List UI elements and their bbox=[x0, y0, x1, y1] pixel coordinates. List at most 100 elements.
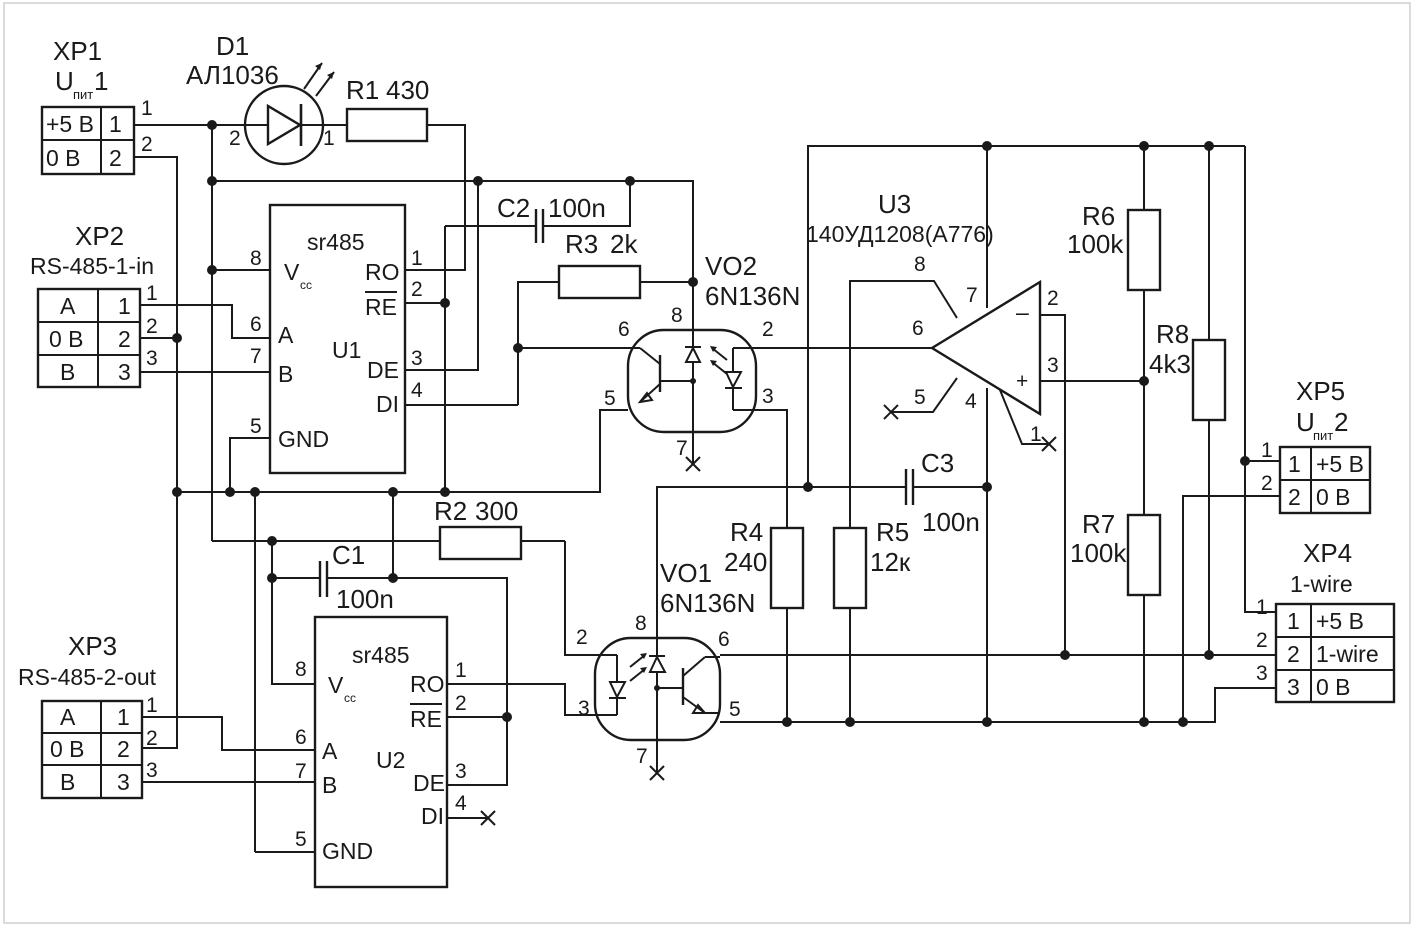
u2-ref: U2 bbox=[376, 747, 405, 773]
d1-ref: D1 bbox=[216, 31, 249, 61]
xp4-pin2-num: 2 bbox=[1287, 641, 1300, 667]
xp5-pin1-label: +5 В bbox=[1316, 451, 1364, 477]
diagram-border bbox=[3, 2, 1411, 924]
vo1-ref: VO1 bbox=[660, 558, 712, 588]
u2-a-label: A bbox=[322, 738, 338, 764]
resistor-r3: R3 2k bbox=[557, 229, 642, 300]
xp2-body bbox=[36, 287, 142, 389]
xp3-body bbox=[40, 699, 144, 800]
r7-ref: R7 bbox=[1082, 509, 1115, 539]
u1-a-label: A bbox=[278, 322, 294, 348]
xp2-pin2-label: 0 В bbox=[49, 326, 84, 352]
resistor-r1: R1 430 bbox=[345, 75, 429, 143]
u2-b-label: B bbox=[322, 772, 337, 798]
xp3-label: RS-485-2-out bbox=[18, 664, 157, 690]
xp4-wire3-num: 3 bbox=[1256, 662, 1268, 685]
xp2-wire2-num: 2 bbox=[146, 315, 158, 338]
vo1-pin3: 3 bbox=[578, 697, 590, 720]
u1-pin2: 2 bbox=[411, 278, 423, 301]
u1-vcc-main: V bbox=[284, 259, 300, 285]
r7-value: 100k bbox=[1070, 538, 1127, 568]
xp1-pin2-num: 2 bbox=[109, 145, 122, 171]
u1-vcc-sub: cc bbox=[300, 278, 312, 292]
xp1-label-main: U bbox=[55, 66, 74, 96]
xp1-ref: XP1 bbox=[53, 36, 102, 66]
vo2-pin6: 6 bbox=[618, 318, 630, 341]
u3-pin3: 3 bbox=[1047, 354, 1059, 377]
u1-di-label: DI bbox=[376, 391, 399, 417]
u2-gnd-label: GND bbox=[322, 838, 373, 864]
xp4-pin3-num: 3 bbox=[1287, 674, 1300, 700]
xp1-wire1-num: 1 bbox=[141, 97, 153, 120]
resistor-r7: R7 100k bbox=[1070, 509, 1162, 597]
vo2-ref: VO2 bbox=[705, 251, 757, 281]
u2-body bbox=[313, 615, 449, 889]
ic-u2: sr485 V cc U2 A B GND RO RE DE DI 8 6 7 … bbox=[295, 615, 467, 889]
u2-pin8: 8 bbox=[295, 658, 307, 681]
vo2-pin7: 7 bbox=[676, 437, 688, 460]
r8-body bbox=[1191, 338, 1227, 422]
vo2-pin2: 2 bbox=[762, 318, 774, 341]
u1-body bbox=[268, 203, 407, 475]
vo1-pin6: 6 bbox=[718, 628, 730, 651]
r7-body bbox=[1126, 513, 1162, 597]
connector-xp4: XP4 1-wire 1 +5 В 2 1-wire 3 0 В 1 2 3 bbox=[1256, 538, 1396, 704]
optocoupler-vo1: VO1 6N136N 2 8 6 3 5 7 bbox=[576, 558, 755, 768]
xp5-wire2-num: 2 bbox=[1261, 472, 1273, 495]
u2-di-label: DI bbox=[421, 803, 444, 829]
xp3-pin3-num: 3 bbox=[117, 769, 130, 795]
r4-ref: R4 bbox=[730, 517, 763, 547]
r2-body bbox=[438, 525, 523, 561]
connector-xp2: XP2 RS-485-1-in A 1 0 В 2 B 3 1 2 3 bbox=[30, 221, 158, 389]
xp3-pin1-label: A bbox=[60, 704, 76, 730]
d1-value: АЛ1036 bbox=[186, 60, 279, 90]
r1-value: 430 bbox=[386, 75, 429, 105]
u2-re-label: RE bbox=[410, 706, 442, 732]
c2-value: 100n bbox=[548, 193, 606, 223]
u2-vcc-main: V bbox=[328, 672, 344, 698]
resistor-r4: R4 240 bbox=[724, 517, 805, 610]
xp3-ref: XP3 bbox=[68, 631, 117, 661]
u3-pin8: 8 bbox=[914, 253, 926, 276]
vo1-pin7-nc bbox=[649, 740, 665, 781]
u2-part: sr485 bbox=[352, 642, 410, 668]
u3-body bbox=[929, 279, 1042, 417]
xp3-wire2-num: 2 bbox=[146, 727, 158, 750]
u1-ref: U1 bbox=[332, 337, 361, 363]
xp2-pin1-label: A bbox=[60, 293, 76, 319]
u2-pin5: 5 bbox=[295, 828, 307, 851]
r3-body bbox=[557, 264, 642, 300]
xp3-wire1-num: 1 bbox=[146, 694, 158, 717]
u3-ref: U3 bbox=[878, 189, 911, 219]
xp3-pin2-label: 0 В bbox=[50, 736, 85, 762]
xp4-wire2-num: 2 bbox=[1256, 629, 1268, 652]
connector-xp1: XP1 U пит 1 +5 В 1 0 В 2 1 2 bbox=[40, 36, 153, 176]
u3-minus: – bbox=[1016, 299, 1029, 325]
xp1-pin2-label: 0 В bbox=[46, 145, 81, 171]
xp3-pin3-label: B bbox=[60, 769, 75, 795]
u1-gnd-label: GND bbox=[278, 426, 329, 452]
xp2-pin1-num: 1 bbox=[118, 293, 131, 319]
vo1-pin8: 8 bbox=[635, 612, 647, 635]
r1-ref: R1 bbox=[346, 75, 379, 105]
led-d1: D1 АЛ1036 2 1 bbox=[186, 31, 335, 166]
d1-pin-k: 1 bbox=[323, 127, 335, 150]
u3-pin7: 7 bbox=[966, 284, 978, 307]
ic-u1: sr485 V cc U1 A B GND RO RE DE DI 8 6 7 … bbox=[250, 203, 423, 475]
xp1-label-sub: пит bbox=[73, 87, 93, 102]
xp5-label-main: U bbox=[1296, 407, 1315, 437]
optocoupler-vo2: VO2 6N136N 6 8 2 5 3 7 bbox=[604, 251, 800, 460]
r5-body bbox=[832, 526, 868, 610]
u2-pin1: 1 bbox=[455, 659, 467, 682]
xp5-wire1-num: 1 bbox=[1261, 439, 1273, 462]
u1-pin3: 3 bbox=[411, 347, 423, 370]
connector-xp5: XP5 U пит 2 1 +5 В 2 0 В 1 2 bbox=[1261, 376, 1372, 515]
r5-ref: R5 bbox=[876, 517, 909, 547]
xp3-wire3-num: 3 bbox=[146, 759, 158, 782]
u2-pin4: 4 bbox=[455, 792, 467, 815]
capacitor-c2: C2 100n bbox=[497, 193, 606, 243]
r6-ref: R6 bbox=[1082, 201, 1115, 231]
u1-pin5: 5 bbox=[250, 415, 262, 438]
r6-value: 100k bbox=[1067, 229, 1124, 259]
